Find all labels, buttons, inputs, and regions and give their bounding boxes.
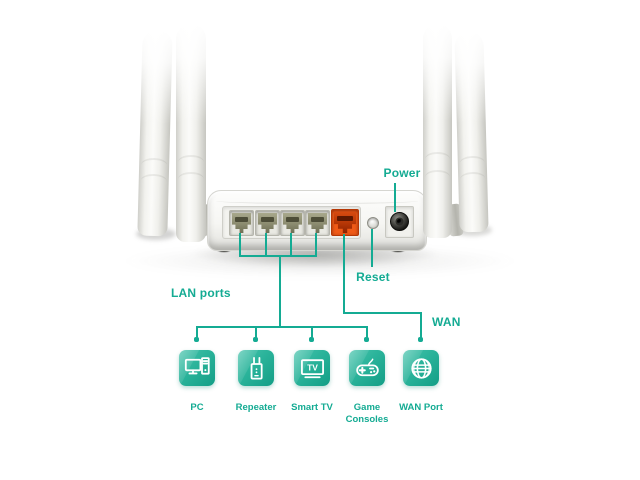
connector-line-lan-bus — [239, 255, 317, 257]
rj45-slot — [337, 216, 353, 221]
connector-line-power — [394, 183, 396, 212]
connector-line-wan-down — [343, 234, 345, 314]
connector-line-lan1 — [239, 233, 241, 257]
antenna-ridge — [425, 152, 450, 166]
connector-line-lan-trunk — [279, 255, 281, 328]
connector-line-wan-across — [343, 312, 422, 314]
rj45-jack — [283, 213, 302, 233]
antenna-ridge — [178, 172, 204, 186]
antenna-3 — [422, 23, 453, 238]
antenna-fade — [453, 30, 487, 124]
rj45-slot — [235, 217, 248, 222]
smart-tv-tile-label: Smart TV — [291, 402, 333, 413]
connector-line-lan3 — [290, 233, 292, 257]
pc-tile — [179, 350, 215, 386]
connector-line-device-bus — [196, 326, 368, 328]
wan-port-tile-label: WAN Port — [399, 402, 443, 413]
lan-port-4 — [305, 210, 330, 236]
wan-port-tile — [403, 350, 439, 386]
power-jack — [390, 212, 409, 231]
antenna-ridge — [140, 157, 168, 173]
rj45-slot — [286, 217, 299, 222]
connector-line-to-pc — [196, 326, 198, 339]
repeater-tile — [238, 350, 274, 386]
connector-line-wan-drop — [420, 312, 422, 339]
antenna-ridge — [425, 169, 450, 184]
connector-dot-smart-tv — [309, 337, 314, 342]
rj45-slot — [261, 217, 274, 222]
lan-port-3 — [280, 210, 305, 236]
rj45-slot — [311, 217, 324, 222]
router-top-seam — [216, 198, 418, 204]
antenna-1 — [137, 28, 174, 237]
connector-line-to-smart-tv — [311, 326, 313, 339]
game-controller-icon — [355, 358, 379, 376]
game-consoles-tile — [349, 350, 385, 386]
rj45-jack — [232, 213, 251, 233]
reset-button — [367, 217, 379, 229]
lan-ports-label: LAN ports — [171, 286, 231, 300]
connector-dot-repeater — [253, 337, 258, 342]
game-consoles-tile-label: Game Consoles — [345, 402, 389, 425]
globe-icon — [410, 357, 432, 379]
antenna-4 — [453, 30, 489, 233]
connector-line-to-game — [366, 326, 368, 339]
wan-label: WAN — [432, 315, 461, 329]
antenna-2 — [175, 23, 207, 242]
power-jack-pin-hole — [396, 218, 402, 224]
smart-tv-icon: TV — [300, 358, 324, 378]
wan-port — [331, 209, 359, 236]
antenna-ridge — [459, 155, 485, 171]
pc-icon — [184, 356, 210, 375]
rj45-jack — [308, 213, 327, 233]
repeater-tile-label: Repeater — [235, 402, 277, 413]
connector-dot-game — [364, 337, 369, 342]
tv-icon-text: TV — [307, 362, 318, 372]
rj45-jack — [334, 212, 356, 233]
antenna-fade — [175, 23, 207, 124]
connector-dot-pc — [194, 337, 199, 342]
lan-port-2 — [255, 210, 280, 236]
antenna-ridge — [140, 173, 167, 189]
antenna-ridge — [178, 154, 204, 169]
connector-line-lan2 — [265, 233, 267, 257]
rj45-jack — [258, 213, 277, 233]
connector-line-reset — [371, 229, 373, 267]
antenna-fade — [139, 28, 174, 125]
lan-port-1 — [229, 210, 254, 236]
reset-label: Reset — [356, 270, 390, 284]
pc-tile-label: PC — [190, 402, 204, 413]
connector-line-to-repeater — [255, 326, 257, 339]
connector-dot-wan — [418, 337, 423, 342]
connector-line-lan4 — [315, 233, 317, 257]
antenna-ridge — [460, 171, 486, 187]
power-label: Power — [383, 166, 421, 180]
antenna-fade — [422, 23, 453, 122]
smart-tv-tile: TV — [294, 350, 330, 386]
repeater-icon — [250, 356, 263, 380]
